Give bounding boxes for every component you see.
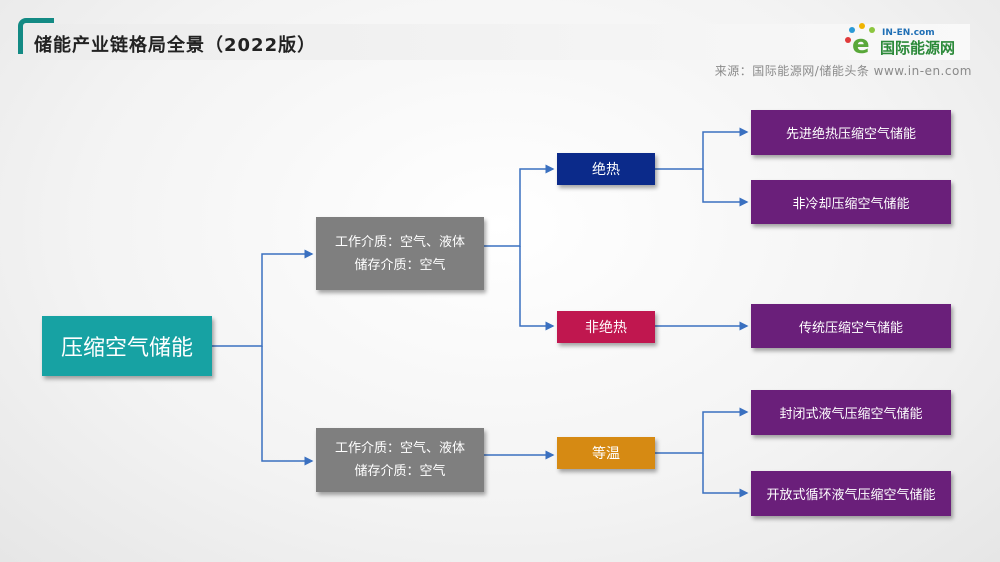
medium-working: 工作介质：空气、液体 <box>334 441 465 456</box>
medium-node-upper: 工作介质：空气、液体 储存介质：空气 <box>316 217 484 290</box>
source-text: 来源：国际能源网/储能头条 www.in-en.com <box>714 64 972 78</box>
adiabatic-node: 绝热 <box>557 153 655 185</box>
svg-text:e: e <box>852 30 870 60</box>
in-en-logo: e IN-EN.com 国际能源网 <box>842 20 972 60</box>
svg-text:IN-EN.com: IN-EN.com <box>882 28 935 38</box>
svg-text:国际能源网: 国际能源网 <box>880 39 955 57</box>
leaf-node: 封闭式液气压缩空气储能 <box>751 390 951 435</box>
isothermal-node: 等温 <box>557 437 655 469</box>
leaf-node: 非冷却压缩空气储能 <box>751 180 951 224</box>
page-title: 储能产业链格局全景（2022版） <box>34 35 317 56</box>
leaf-node: 先进绝热压缩空气储能 <box>751 110 951 155</box>
medium-storage: 储存介质：空气 <box>354 257 446 273</box>
medium-node-lower: 工作介质：空气、液体 储存介质：空气 <box>316 428 484 492</box>
medium-storage: 储存介质：空气 <box>354 464 446 479</box>
title-accent <box>18 18 54 54</box>
title-bar <box>20 24 970 60</box>
root-node: 压缩空气储能 <box>42 316 212 376</box>
medium-working: 工作介质：空气、液体 <box>334 234 465 250</box>
leaf-node: 传统压缩空气储能 <box>751 304 951 348</box>
non-adiabatic-node: 非绝热 <box>557 311 655 343</box>
leaf-node: 开放式循环液气压缩空气储能 <box>751 471 951 516</box>
